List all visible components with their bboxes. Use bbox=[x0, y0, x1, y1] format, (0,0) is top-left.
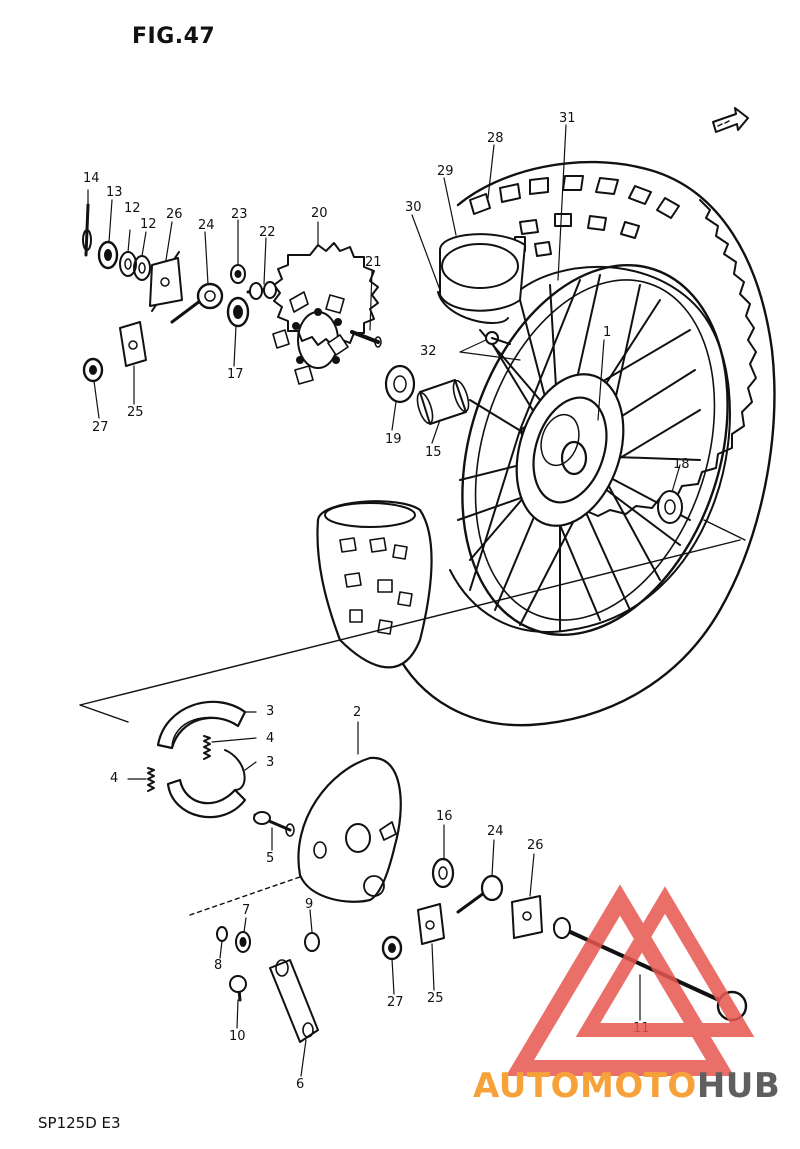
rim-inner bbox=[474, 279, 716, 621]
callout-25b: 25 bbox=[427, 991, 444, 1006]
leader-line-hub-bottom bbox=[189, 869, 321, 916]
callout-3b: 3 bbox=[266, 755, 275, 770]
callout-20: 20 bbox=[311, 206, 328, 221]
nut-23 bbox=[230, 264, 246, 284]
callout-27b: 27 bbox=[387, 995, 404, 1010]
callout-13: 13 bbox=[106, 185, 123, 200]
callout-8: 8 bbox=[214, 958, 223, 973]
tire-outer bbox=[348, 160, 776, 727]
callout-6: 6 bbox=[296, 1077, 305, 1092]
logo-part-auto: AUTO bbox=[473, 1066, 580, 1106]
callout-15: 15 bbox=[425, 445, 442, 460]
callout-16: 16 bbox=[436, 809, 453, 824]
callout-23: 23 bbox=[231, 207, 248, 222]
rear-wheel-assembly bbox=[348, 160, 776, 727]
callout-2: 2 bbox=[353, 705, 362, 720]
callout-7: 7 bbox=[242, 903, 251, 918]
washer-17 bbox=[226, 296, 250, 328]
logo-part-hub: HUB bbox=[696, 1066, 781, 1106]
chain-adjuster-26a bbox=[149, 251, 183, 312]
tire-inner bbox=[449, 265, 731, 633]
callout-4b: 4 bbox=[110, 771, 119, 786]
callout-21: 21 bbox=[365, 255, 382, 270]
rim-outer bbox=[461, 264, 729, 636]
callout-leaders bbox=[87, 124, 681, 1077]
callout-5: 5 bbox=[266, 851, 275, 866]
spacer-15 bbox=[416, 379, 470, 425]
callout-32: 32 bbox=[420, 344, 437, 359]
callout-27a: 27 bbox=[92, 420, 109, 435]
spring-4a bbox=[203, 735, 211, 760]
callout-26b: 26 bbox=[527, 838, 544, 853]
callout-31: 31 bbox=[559, 111, 576, 126]
callout-4a: 4 bbox=[266, 731, 275, 746]
bolt-32 bbox=[459, 331, 521, 361]
callout-30: 30 bbox=[405, 200, 422, 215]
spring-4b bbox=[147, 767, 155, 792]
callout-24b: 24 bbox=[487, 824, 504, 839]
figure-title: FIG.47 bbox=[132, 24, 216, 49]
callout-17: 17 bbox=[227, 367, 244, 382]
automotohub-logo bbox=[505, 884, 755, 1076]
callout-28: 28 bbox=[487, 131, 504, 146]
washer-7 bbox=[235, 931, 251, 953]
callout-9: 9 bbox=[305, 897, 314, 912]
adjuster-bolt-24b bbox=[456, 874, 504, 914]
adjuster-bolt-24a bbox=[170, 282, 224, 324]
callout-18: 18 bbox=[673, 457, 690, 472]
washer-8 bbox=[216, 926, 228, 942]
nut-27b bbox=[381, 935, 403, 961]
brake-shoe-lower-3 bbox=[166, 749, 247, 819]
cam-5 bbox=[253, 811, 295, 837]
callout-14: 14 bbox=[83, 171, 100, 186]
brake-arm-6 bbox=[269, 959, 319, 1043]
callout-1: 1 bbox=[603, 325, 612, 340]
callout-24a: 24 bbox=[198, 218, 215, 233]
rear-hub bbox=[515, 373, 625, 527]
brake-panel-2 bbox=[297, 756, 402, 903]
spacer-16 bbox=[431, 857, 455, 889]
callout-10: 10 bbox=[229, 1029, 246, 1044]
brake-shoe-upper-3 bbox=[156, 700, 247, 750]
chain-adjuster-26b bbox=[511, 895, 543, 939]
tire-cross-section bbox=[316, 500, 433, 669]
logo-part-moto: MOTO bbox=[579, 1066, 697, 1106]
callout-26a: 26 bbox=[166, 207, 183, 222]
automotohub-wordmark: AUTOMOTOHUB bbox=[473, 1066, 780, 1106]
callout-25a: 25 bbox=[127, 405, 144, 420]
model-code: SP125D E3 bbox=[38, 1114, 121, 1132]
callout-22: 22 bbox=[259, 225, 276, 240]
stud-21 bbox=[350, 330, 382, 348]
bolt-10 bbox=[229, 975, 247, 1002]
callout-12a: 12 bbox=[124, 201, 141, 216]
leader-line-axle bbox=[79, 519, 746, 723]
chain-guide-25b bbox=[417, 903, 445, 945]
bearing-18 bbox=[657, 490, 683, 524]
callout-3a: 3 bbox=[266, 704, 275, 719]
rim-band-30 bbox=[437, 233, 526, 324]
tire-tread-blocks bbox=[469, 175, 680, 257]
bearing-19 bbox=[384, 364, 416, 404]
nut-13 bbox=[97, 240, 119, 270]
front-direction-arrow-icon bbox=[712, 107, 749, 133]
bolt-22 bbox=[246, 281, 277, 300]
callout-12b: 12 bbox=[140, 217, 157, 232]
chain-guide-25a bbox=[119, 321, 147, 367]
bolt-14 bbox=[82, 203, 92, 257]
nut-9 bbox=[304, 932, 320, 952]
rear-sprocket-20 bbox=[272, 242, 379, 385]
callout-19: 19 bbox=[385, 432, 402, 447]
callout-29: 29 bbox=[437, 164, 454, 179]
nut-27a bbox=[82, 357, 104, 383]
